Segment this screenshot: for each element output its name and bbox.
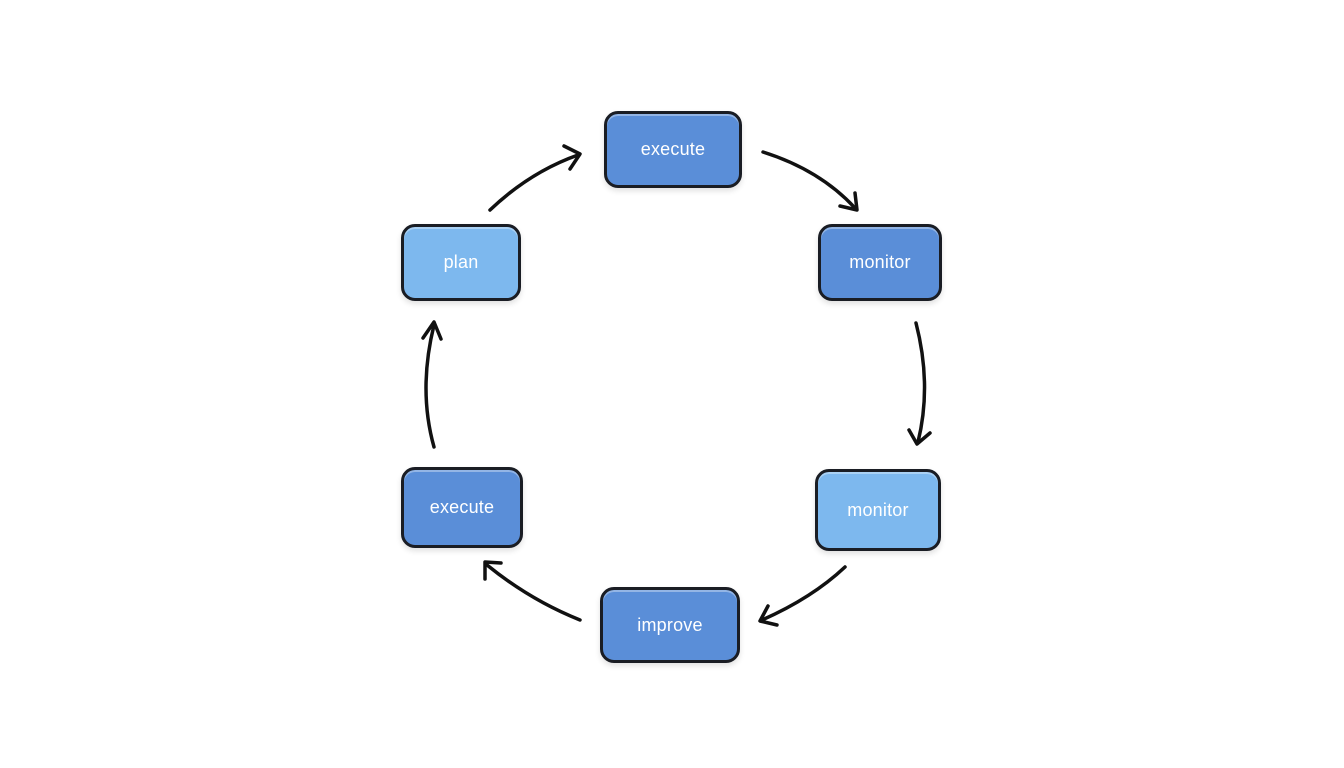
node-improve: improve xyxy=(600,587,740,663)
node-monitor-right: monitor xyxy=(818,224,942,301)
node-label: monitor xyxy=(847,499,909,520)
node-execute-top: execute xyxy=(604,111,742,188)
node-label: execute xyxy=(429,497,495,517)
node-label: execute xyxy=(640,139,706,159)
node-execute-left: execute xyxy=(401,467,523,548)
node-label: improve xyxy=(637,614,703,635)
node-label: monitor xyxy=(849,252,911,272)
arrow-improve-to-execute xyxy=(483,560,582,622)
arrow-monitor-to-monitor xyxy=(907,321,932,446)
node-label: plan xyxy=(443,252,479,272)
arrow-monitor-to-improve xyxy=(758,565,847,627)
arrow-plan-to-execute xyxy=(488,144,582,212)
arrow-execute-to-plan xyxy=(421,320,443,449)
node-monitor-lower: monitor xyxy=(815,469,941,551)
arrow-execute-to-monitor xyxy=(761,150,859,212)
node-plan: plan xyxy=(401,224,521,301)
